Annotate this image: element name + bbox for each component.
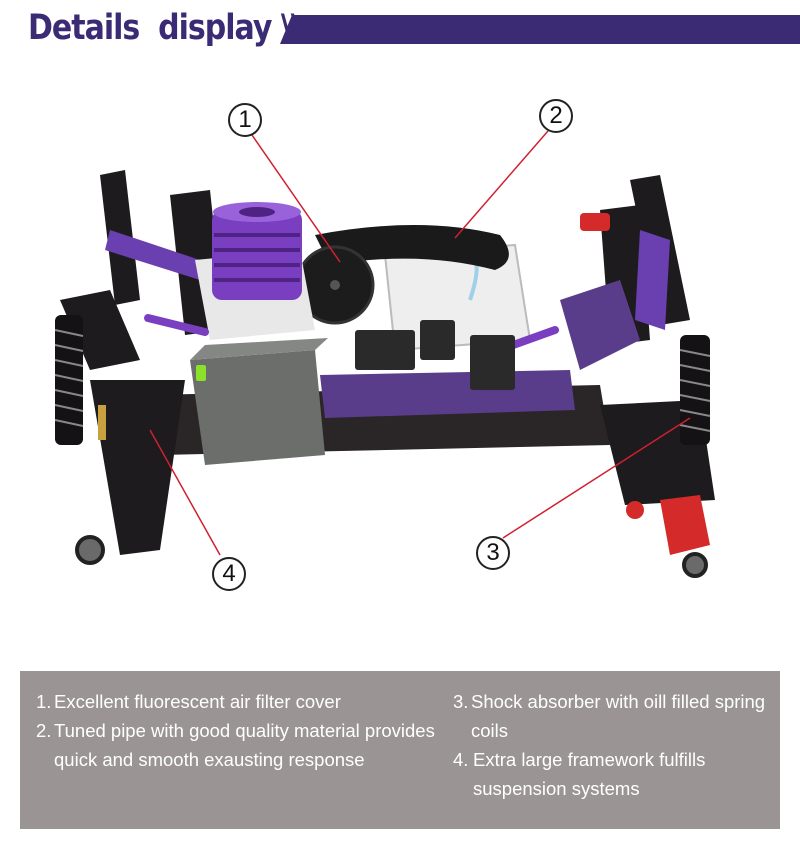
feature-number: 3. — [453, 691, 469, 712]
page-title: Details display \\ — [28, 8, 302, 49]
left-hub — [75, 535, 105, 565]
feature-text: Tuned pipe with good quality material pr… — [54, 720, 435, 770]
right-front-red-hub — [660, 495, 710, 555]
feature-number: 1. — [36, 691, 52, 712]
feature-text: Excellent fluorescent air filter cover — [54, 691, 341, 712]
feature-item: 4. Extra large framework fulfills suspen… — [453, 745, 773, 803]
feature-column-right: 3. Shock absorber with oill filled sprin… — [453, 687, 773, 803]
callout-4: 4 — [212, 557, 246, 591]
callout-2: 2 — [539, 99, 573, 133]
callout-lines — [149, 130, 691, 556]
rc-car-chassis-photo — [54, 130, 715, 578]
receiver-box — [190, 350, 325, 465]
right-shock-absorber — [679, 335, 711, 445]
right-suspension — [560, 175, 715, 505]
left-shock-absorber — [54, 315, 106, 445]
engine-cylinder-head — [212, 202, 302, 300]
feature-number: 4. — [453, 749, 469, 770]
page-header: Details display \\ — [0, 0, 800, 60]
right-top-red-hub — [580, 213, 610, 231]
callout-3: 3 — [476, 536, 510, 570]
feature-item: 3. Shock absorber with oill filled sprin… — [453, 687, 773, 745]
feature-panel: 1. Excellent fluorescent air filter cove… — [20, 671, 780, 829]
feature-column-left: 1. Excellent fluorescent air filter cove… — [36, 687, 436, 774]
feature-text: Shock absorber with oill filled spring c… — [471, 691, 766, 741]
feature-item: 1. Excellent fluorescent air filter cove… — [36, 687, 436, 716]
chassis-plate — [320, 370, 575, 418]
servo-linkages — [355, 320, 515, 390]
right-hub — [682, 552, 708, 578]
header-banner-bar — [280, 15, 800, 44]
feature-text: Extra large framework fulfills suspensio… — [473, 749, 706, 799]
callout-1: 1 — [228, 103, 262, 137]
feature-number: 2. — [36, 720, 52, 741]
feature-item: 2. Tuned pipe with good quality material… — [36, 716, 436, 774]
